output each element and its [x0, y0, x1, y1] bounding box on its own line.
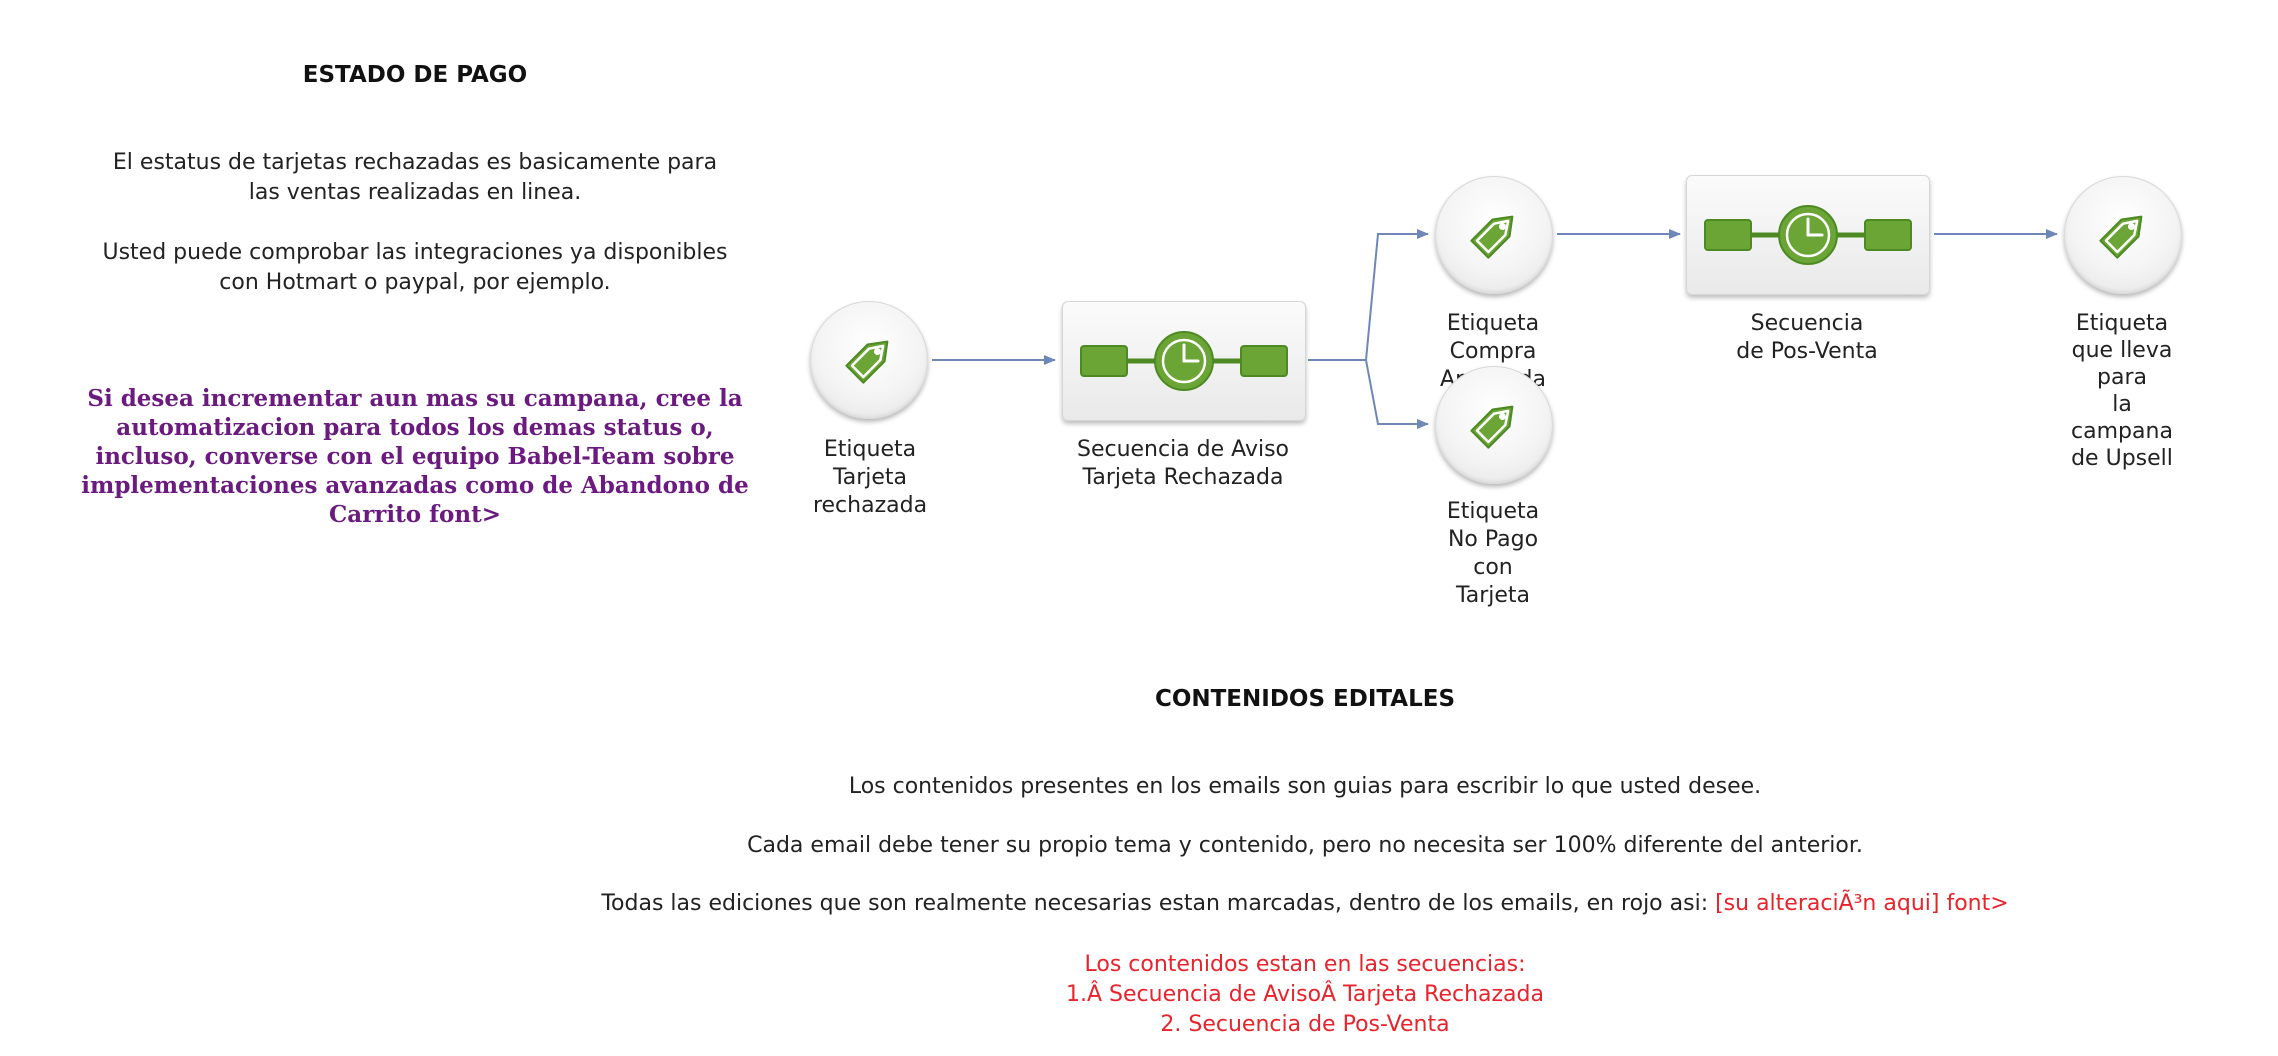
campaign-advice-line: Si desea incrementar aun mas su campana,…: [87, 385, 743, 412]
integrations-line: con Hotmart o paypal, por ejemplo.: [219, 270, 611, 295]
node-label: Etiqueta Tarjeta rechazada: [770, 436, 970, 520]
node-label-line: que lleva: [2071, 338, 2173, 363]
contents-line-3-text: Todas las ediciones que son realmente ne…: [601, 891, 1716, 916]
tag-icon: [2099, 215, 2143, 259]
intro-line: El estatus de tarjetas rechazadas es bas…: [112, 150, 718, 175]
tag-node-compra-aprobada[interactable]: [1435, 176, 1553, 294]
campaign-advice-line: implementaciones avanzadas como de Aband…: [81, 472, 749, 499]
node-label-line: Etiqueta: [1446, 499, 1540, 524]
intro-paragraph: El estatus de tarjetas rechazadas es bas…: [60, 148, 770, 208]
sequence-node-aviso-tarjeta[interactable]: [1062, 301, 1306, 421]
node-label-line: rechazada: [812, 493, 928, 518]
timed-sequence-icon: [1704, 205, 1912, 265]
node-label-line: Secuencia de Aviso: [1076, 437, 1289, 462]
integrations-line: Usted puede comprobar las integraciones …: [102, 240, 728, 265]
section-title-estado-pago: ESTADO DE PAGO: [302, 62, 528, 88]
node-label: Etiqueta que lleva para la campana de Up…: [2022, 310, 2222, 472]
node-label-line: con: [1473, 555, 1513, 580]
node-label: Secuencia de Aviso Tarjeta Rechazada: [1033, 436, 1333, 492]
contents-line-2: Cada email debe tener su propio tema y c…: [747, 833, 1863, 858]
integrations-paragraph: Usted puede comprobar las integraciones …: [60, 238, 770, 298]
tag-icon: [845, 340, 889, 384]
contents-line-1: Los contenidos presentes en los emails s…: [848, 774, 1762, 799]
arrow-sequence-to-approved: [1308, 229, 1429, 361]
node-label-line: Etiqueta: [2075, 311, 2169, 336]
node-label-line: Etiqueta: [1446, 311, 1540, 336]
sequences-list-item: Los contenidos estan en las secuencias:: [1084, 952, 1526, 977]
tag-node-upsell[interactable]: [2064, 176, 2182, 294]
tag-icon: [1470, 405, 1514, 449]
campaign-advice-line: incluso, converse con el equipo Babel-Te…: [95, 443, 735, 470]
sequences-list: Los contenidos estan en las secuencias: …: [60, 950, 2278, 1040]
node-label-line: de Pos-Venta: [1736, 339, 1878, 364]
edit-marker-example: [su alteraciÃ³n aqui] font>: [1715, 891, 2009, 916]
node-label-line: la: [2112, 392, 2132, 417]
node-label: Etiqueta No Pago con Tarjeta: [1393, 498, 1593, 610]
tag-node-no-pago[interactable]: [1435, 366, 1553, 484]
node-label-line: Tarjeta: [1455, 583, 1531, 608]
campaign-advice-line: Carrito font>: [328, 501, 501, 528]
node-label-line: Secuencia: [1750, 311, 1864, 336]
tag-node-tarjeta-rechazada[interactable]: [810, 301, 928, 419]
sequence-node-pos-venta[interactable]: [1686, 175, 1930, 295]
arrow-sequence-to-nopay: [1365, 359, 1429, 429]
node-label: Secuencia de Pos-Venta: [1657, 310, 1957, 366]
node-label-line: Tarjeta Rechazada: [1082, 465, 1284, 490]
intro-line: las ventas realizadas en linea.: [248, 180, 582, 205]
section-title-contenidos: CONTENIDOS EDITALES: [1154, 686, 1456, 712]
node-label-line: Tarjeta: [832, 465, 908, 490]
node-label-line: Etiqueta: [823, 437, 917, 462]
sequences-list-item: 2. Secuencia de Pos-Venta: [1160, 1012, 1450, 1037]
sequences-list-item: 1.Â Secuencia de AvisoÂ Tarjeta Rechazad…: [1066, 982, 1544, 1007]
node-label-line: de Upsell: [2071, 446, 2173, 471]
timed-sequence-icon: [1080, 331, 1288, 391]
tag-icon: [1470, 215, 1514, 259]
node-label-line: Compra: [1449, 339, 1537, 364]
node-label-line: No Pago: [1447, 527, 1539, 552]
contents-line-3: Todas las ediciones que son realmente ne…: [60, 891, 2278, 916]
campaign-advice-line: automatizacion para todos los demas stat…: [116, 414, 714, 441]
node-label-line: para: [2097, 365, 2147, 390]
node-label-line: campana: [2071, 419, 2173, 444]
campaign-advice: Si desea incrementar aun mas su campana,…: [60, 384, 770, 529]
